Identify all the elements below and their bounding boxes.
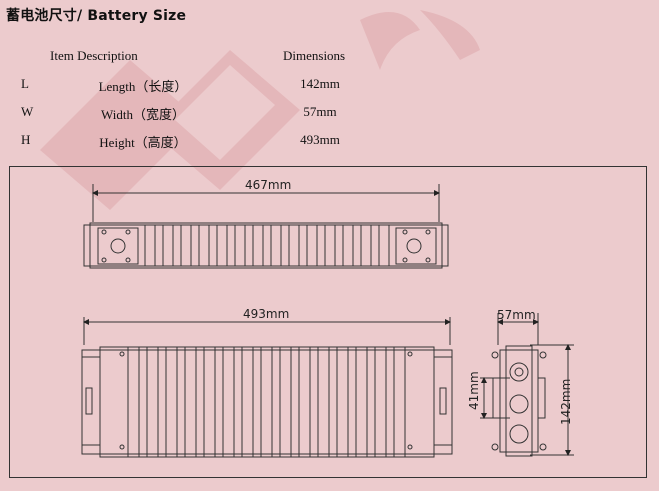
side-rib bbox=[374, 346, 387, 458]
top-rib bbox=[324, 224, 336, 267]
row-code: H bbox=[21, 132, 31, 147]
end-width-label: 57mm bbox=[497, 308, 536, 322]
top-rib bbox=[342, 224, 354, 267]
row-value: 493mm bbox=[300, 132, 340, 147]
top-rib bbox=[144, 224, 156, 267]
side-view bbox=[81, 317, 453, 458]
row-code: W bbox=[21, 104, 34, 119]
top-rib bbox=[360, 224, 372, 267]
page-title: 蓄电池尺寸/ Battery Size bbox=[6, 8, 187, 24]
row-code: L bbox=[21, 76, 29, 91]
side-length-label: 493mm bbox=[243, 307, 289, 321]
top-view bbox=[83, 184, 449, 269]
side-rib bbox=[241, 346, 254, 458]
row-description: Length（长度） bbox=[98, 79, 188, 94]
top-rib bbox=[234, 224, 246, 267]
side-rib bbox=[393, 346, 406, 458]
end-view bbox=[480, 313, 574, 457]
side-rib bbox=[355, 346, 368, 458]
side-rib bbox=[203, 346, 216, 458]
terminal-spacing-label: 41mm bbox=[467, 371, 481, 410]
side-rib bbox=[279, 346, 292, 458]
side-rib bbox=[222, 346, 235, 458]
top-rib bbox=[378, 224, 390, 267]
header-item-description: Item Description bbox=[50, 48, 138, 63]
end-height-label: 142mm bbox=[559, 379, 573, 425]
top-view-ribs bbox=[144, 224, 390, 267]
top-rib bbox=[198, 224, 210, 267]
row-value: 142mm bbox=[300, 76, 340, 91]
side-rib bbox=[260, 346, 273, 458]
top-rib bbox=[306, 224, 318, 267]
top-rib bbox=[180, 224, 192, 267]
side-rib bbox=[336, 346, 349, 458]
side-rib bbox=[127, 346, 140, 458]
side-rib bbox=[298, 346, 311, 458]
side-view-ribs bbox=[127, 346, 406, 458]
row-value: 57mm bbox=[303, 104, 337, 119]
top-rib bbox=[162, 224, 174, 267]
row-description: Width（宽度） bbox=[101, 107, 185, 122]
top-rib bbox=[252, 224, 264, 267]
top-rib bbox=[270, 224, 282, 267]
row-description: Height（高度） bbox=[99, 135, 187, 150]
top-rib bbox=[216, 224, 228, 267]
side-rib bbox=[184, 346, 197, 458]
side-rib bbox=[165, 346, 178, 458]
top-length-label: 467mm bbox=[245, 178, 291, 192]
top-rib bbox=[288, 224, 300, 267]
header-dimensions: Dimensions bbox=[283, 48, 346, 63]
technical-drawing-frame bbox=[9, 166, 647, 478]
side-rib bbox=[146, 346, 159, 458]
side-rib bbox=[317, 346, 330, 458]
